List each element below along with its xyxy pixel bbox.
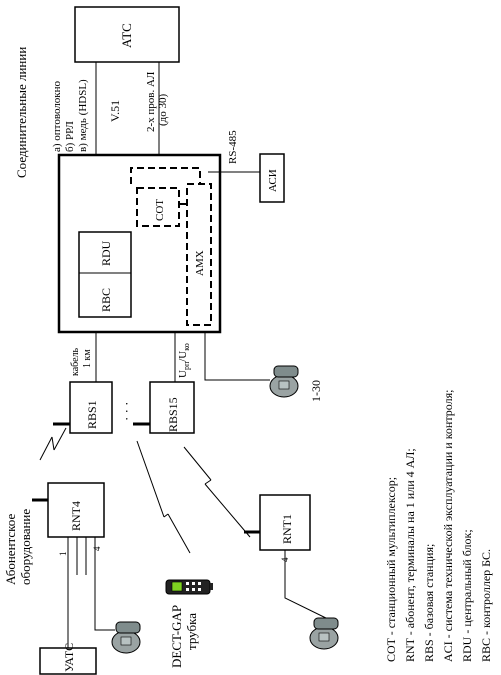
- rdu-label: RDU: [99, 240, 113, 266]
- trunk-title: Соединительные линии: [14, 47, 29, 178]
- legend-item: RBS - базовая станция;: [422, 544, 436, 662]
- rbs1-box: [69, 381, 113, 434]
- atc-box: [74, 6, 180, 63]
- telephone-icon: [111, 621, 141, 654]
- subscriber-title-2: оборудование: [18, 509, 33, 585]
- legend: COT - станционный мультиплексор; RNT - а…: [384, 390, 493, 662]
- dect-label-1: DECT-GAP: [169, 605, 184, 668]
- uatc-box: [39, 647, 97, 675]
- rs485-label: RS-485: [227, 130, 239, 164]
- trunk-option-c: в) медь (HDSL): [77, 79, 89, 152]
- rnt4-box: [47, 482, 105, 538]
- radio-link-rbs15-dect: [136, 440, 191, 554]
- amx-box: [186, 183, 212, 326]
- dect-label-2: трубка: [184, 613, 199, 650]
- aci-box: [259, 153, 285, 203]
- analog-phone-line: [204, 332, 270, 381]
- rnt4-port-4: 4: [92, 546, 102, 551]
- atc-label: АТС: [119, 23, 134, 48]
- legend-item: RNT - абонент, терминалы на 1 или 4 АЛ;: [403, 448, 417, 662]
- rnt1-label: RNT1: [280, 514, 294, 544]
- cable-label-1: кабель: [70, 347, 81, 376]
- legend-item: RBC - контроллер БС.: [479, 549, 493, 662]
- v51-label: V.51: [108, 100, 122, 122]
- rnt1-line-phone: [284, 550, 331, 621]
- telephone-icon: [269, 365, 299, 398]
- rbs-ellipsis: · · ·: [119, 402, 134, 422]
- rbs15-box: [149, 381, 195, 434]
- rdu-rbc-block: [78, 231, 132, 318]
- rnt1-box: [259, 494, 311, 551]
- analog-label-1: 2-х пров. АЛ: [145, 71, 157, 132]
- analog-label-2: (до 30): [157, 93, 169, 126]
- u-label: Uрп/Uко: [177, 343, 191, 378]
- trunk-option-b: б) РРЛ: [64, 121, 76, 152]
- rnt4-line-phone: [94, 537, 115, 631]
- aci-label: АСИ: [267, 169, 279, 192]
- cable-label-2: 1 км: [82, 349, 93, 368]
- rbs15-label: RBS15: [166, 397, 180, 432]
- legend-item: ACI - система технической эксплуатации и…: [441, 390, 455, 662]
- radio-link-rbs15-rnt1: [183, 446, 251, 538]
- rnt4-label: RNT4: [69, 501, 83, 531]
- rnt4-port-1: 1: [58, 552, 68, 557]
- cot-label: COT: [154, 199, 166, 221]
- legend-item: RDU - центральный блок;: [460, 529, 474, 662]
- rbs1-label: RBS1: [85, 400, 99, 429]
- cot-upper-path: [130, 167, 201, 184]
- telephone-icon: [309, 617, 339, 650]
- uatc-label: УАТС: [62, 643, 76, 672]
- rbc-label: RBC: [99, 288, 113, 312]
- radio-link-rbs1-rnt4: [39, 427, 67, 461]
- subscriber-title-1: Абонентское: [3, 514, 18, 585]
- trunk-option-a: а) оптоволокно: [51, 80, 63, 152]
- mobile-phone-icon: [165, 579, 213, 595]
- cot-box: [136, 187, 180, 227]
- range-label: 1-30: [309, 380, 323, 402]
- legend-item: COT - станционный мультиплексор;: [384, 477, 398, 662]
- amx-label: AMX: [194, 250, 206, 276]
